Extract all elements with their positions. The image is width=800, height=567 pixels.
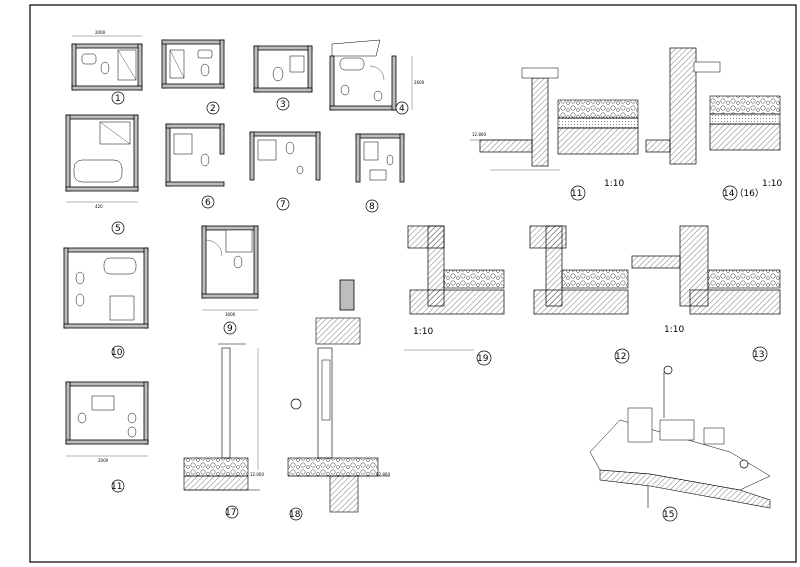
- plan-8: 8: [355, 133, 405, 213]
- detail-8-number: 8: [369, 202, 375, 212]
- level-18: 12.800: [376, 472, 390, 477]
- plan-9: 3000 9: [201, 225, 259, 335]
- detail-18-number: 18: [289, 510, 301, 520]
- section-17: 12.000 17: [183, 343, 264, 519]
- scale-14: 1:10: [762, 179, 782, 189]
- detail-15-number: 15: [663, 510, 674, 520]
- section-11-parapet: 12.800 11 1:10: [470, 67, 639, 201]
- plan-4: 2600 4: [329, 39, 425, 115]
- plan-3: 3: [253, 45, 313, 111]
- plan-11: 2000 11: [65, 381, 149, 493]
- section-13-parapet: 1:10 13: [631, 225, 781, 362]
- scale-19: 1:10: [413, 327, 433, 337]
- section-19-parapet: 1:10 19: [404, 225, 505, 366]
- detail-10-number: 10: [111, 348, 123, 358]
- section-12-parapet: 12: [529, 225, 630, 364]
- plan-10: 10: [63, 247, 149, 359]
- dim-4: 2600: [414, 80, 425, 85]
- plan-5: 420 5: [65, 114, 139, 235]
- sheet-border: [29, 4, 797, 563]
- detail-19-number: 19: [477, 354, 489, 364]
- dim-5: 420: [95, 204, 103, 209]
- section-14-16-parapet: 14（16） 1:10: [645, 47, 782, 201]
- detail-11b-number: 11: [571, 189, 582, 199]
- detail-13-number: 13: [753, 350, 764, 360]
- detail-14-number: 14（16）: [723, 188, 764, 199]
- scale-11: 1:10: [604, 179, 624, 189]
- detail-1-number: 1: [115, 94, 121, 104]
- detail-9-number: 9: [227, 324, 233, 334]
- detail-12-number: 12: [615, 352, 626, 362]
- dim-11: 2000: [98, 458, 109, 463]
- detail-6-number: 6: [205, 198, 211, 208]
- scale-13: 1:10: [664, 325, 684, 335]
- level-17: 12.000: [250, 472, 264, 477]
- dim-1: 2000: [95, 30, 106, 35]
- plan-1: 2000 1: [71, 30, 143, 105]
- detail-3-number: 3: [280, 100, 286, 110]
- detail-15-perspective: 15: [589, 365, 771, 522]
- detail-4-number: 4: [399, 104, 405, 114]
- plan-2: 2: [161, 39, 225, 115]
- detail-7-number: 7: [280, 200, 286, 210]
- dim-9: 3000: [225, 312, 236, 317]
- plan-7: 7: [249, 131, 321, 211]
- section-18: 12.800 18: [287, 279, 390, 521]
- plan-6: 6: [165, 123, 225, 209]
- detail-11-number: 11: [111, 482, 122, 492]
- detail-17-number: 17: [225, 508, 236, 518]
- detail-5-number: 5: [115, 224, 121, 234]
- level-11: 12.800: [472, 132, 486, 137]
- detail-2-number: 2: [210, 104, 216, 114]
